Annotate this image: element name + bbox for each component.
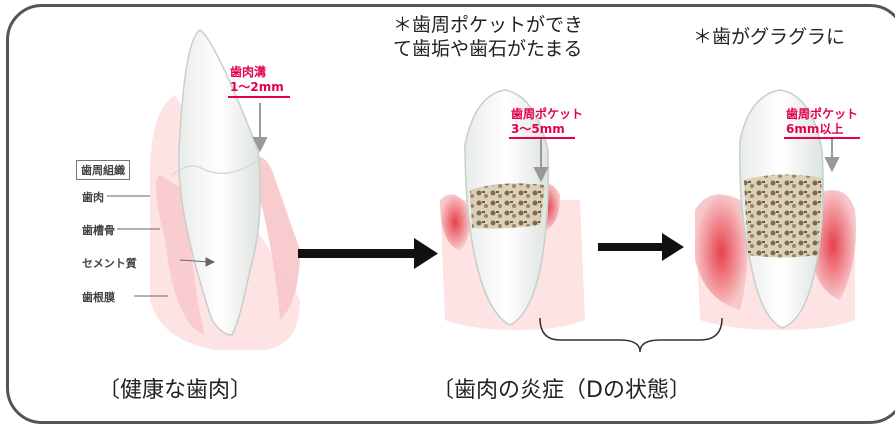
inflammation-bracket <box>539 317 723 353</box>
healthy-tooth <box>150 29 300 350</box>
sulcus-title: 歯肉溝 <box>230 65 267 79</box>
tissue-heading: 歯周組織 <box>76 160 130 180</box>
pocket-title-2: 歯周ポケット <box>786 107 859 121</box>
pocket-note-line1: ＊歯周ポケットができ <box>393 14 584 36</box>
tissue-ligament: 歯根膜 <box>82 291 115 304</box>
tissue-alveolar-bone: 歯槽骨 <box>82 224 115 237</box>
pocket-depth-2: 6mm以上 <box>786 122 844 136</box>
tissue-gum: 歯肉 <box>82 191 104 204</box>
healthy-caption: 〔健康な歯肉〕 <box>98 378 253 403</box>
sulcus-underline <box>228 96 290 98</box>
loose-note: ＊歯がグラグラに <box>693 26 846 48</box>
pocket-title-1: 歯周ポケット <box>511 107 584 121</box>
pocket-underline-1 <box>509 137 575 139</box>
sulcus-depth: 1～2mm <box>230 80 284 94</box>
pocket-tooth <box>440 89 585 330</box>
tissue-leader-lines <box>107 195 216 297</box>
loose-tooth <box>695 89 856 330</box>
pocket-note-line2: て歯垢や歯石がたまる <box>393 38 583 60</box>
pocket-depth-1: 3～5mm <box>511 122 565 136</box>
tissue-cementum: セメント質 <box>82 257 137 270</box>
pocket-underline-2 <box>784 137 860 139</box>
teeth-illustration <box>107 29 856 353</box>
inflamed-caption: 〔歯肉の炎症（Dの状態〕 <box>432 378 691 403</box>
pointer-arrows <box>252 103 840 183</box>
progression-arrows <box>298 233 684 269</box>
